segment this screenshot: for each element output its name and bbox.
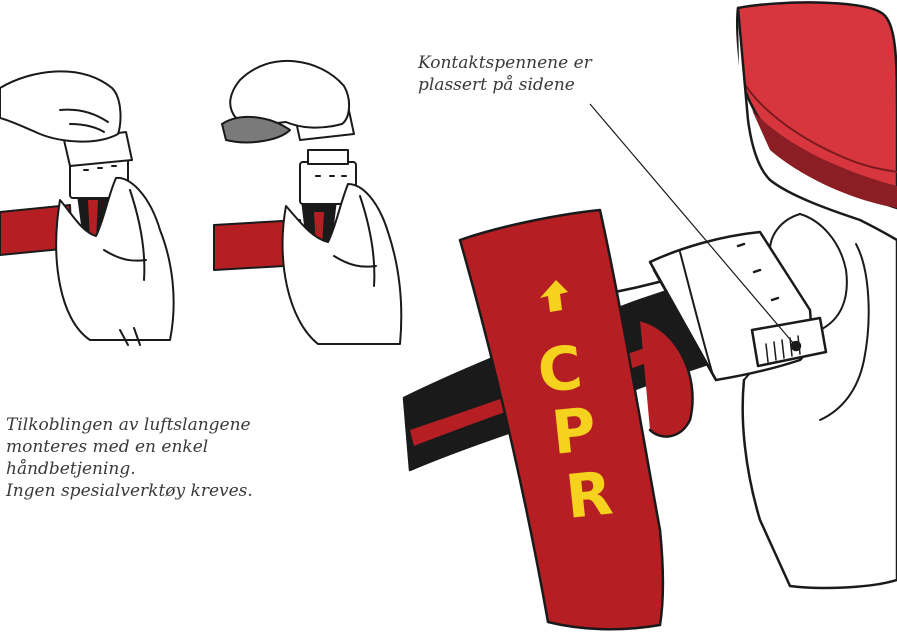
cpr-letter-r: R — [562, 458, 615, 532]
lower-hand — [55, 176, 175, 341]
instructions-caption: Tilkoblingen av luftslangene monteres me… — [6, 414, 306, 502]
connector-caption-line-1: Kontaktspennene er — [418, 53, 592, 73]
detail-illustration — [402, 1, 897, 631]
connector-caption: Kontaktspennene er plassert på sidene — [418, 52, 658, 96]
instructions-caption-line-2: monteres med en enkel — [6, 437, 209, 457]
side-buckle — [750, 316, 828, 368]
lower-hand-2 — [281, 183, 403, 345]
cpr-strap — [458, 208, 665, 631]
thumb-shadow — [221, 115, 291, 144]
instructions-caption-line-1: Tilkoblingen av luftslangene — [6, 415, 251, 435]
connector-caption-line-2: plassert på sidene — [418, 75, 575, 95]
cpr-letter-c: C — [534, 333, 585, 407]
panel-disconnected-hands — [213, 59, 403, 345]
panel-connected-hands — [0, 70, 175, 346]
cpr-letters: C P R — [534, 333, 615, 533]
cpr-letter-p: P — [548, 395, 599, 469]
up-arrow-icon — [540, 280, 568, 312]
upper-hand — [0, 70, 122, 143]
instructions-caption-line-4: Ingen spesialverktøy kreves. — [6, 481, 253, 501]
instructions-caption-line-3: håndbetjening. — [6, 459, 136, 479]
callout-leader-line — [589, 103, 795, 345]
